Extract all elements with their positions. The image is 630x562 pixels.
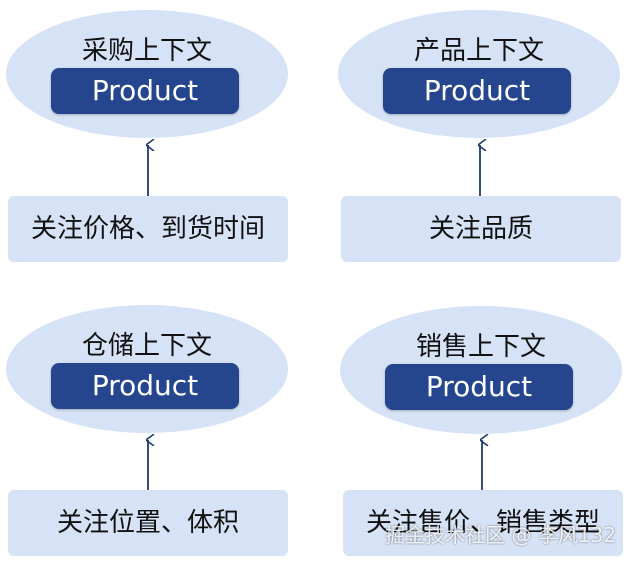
concern-box-warehouse: 关注位置、体积 (8, 490, 288, 556)
watermark-text: 掘金技术社区 @ 李风132 (385, 523, 616, 547)
context-title: 产品上下文 (413, 36, 544, 66)
product-box: Product (383, 68, 571, 114)
product-box: Product (51, 68, 239, 114)
context-title: 采购上下文 (81, 36, 212, 66)
concern-box-purchasing: 关注价格、到货时间 (8, 196, 288, 262)
context-ellipse-product: 产品上下文 Product (338, 10, 620, 138)
context-title: 仓储上下文 (81, 331, 212, 361)
product-box: Product (385, 364, 573, 410)
product-box: Product (51, 363, 239, 409)
concern-box-sales: 关注售价、销售类型 (343, 490, 623, 556)
context-ellipse-warehouse: 仓储上下文 Product (6, 305, 288, 433)
context-ellipse-purchasing: 采购上下文 Product (6, 10, 288, 138)
context-ellipse-sales: 销售上下文 Product (340, 306, 622, 434)
context-title: 销售上下文 (415, 332, 546, 362)
concern-box-product: 关注品质 (341, 196, 621, 262)
